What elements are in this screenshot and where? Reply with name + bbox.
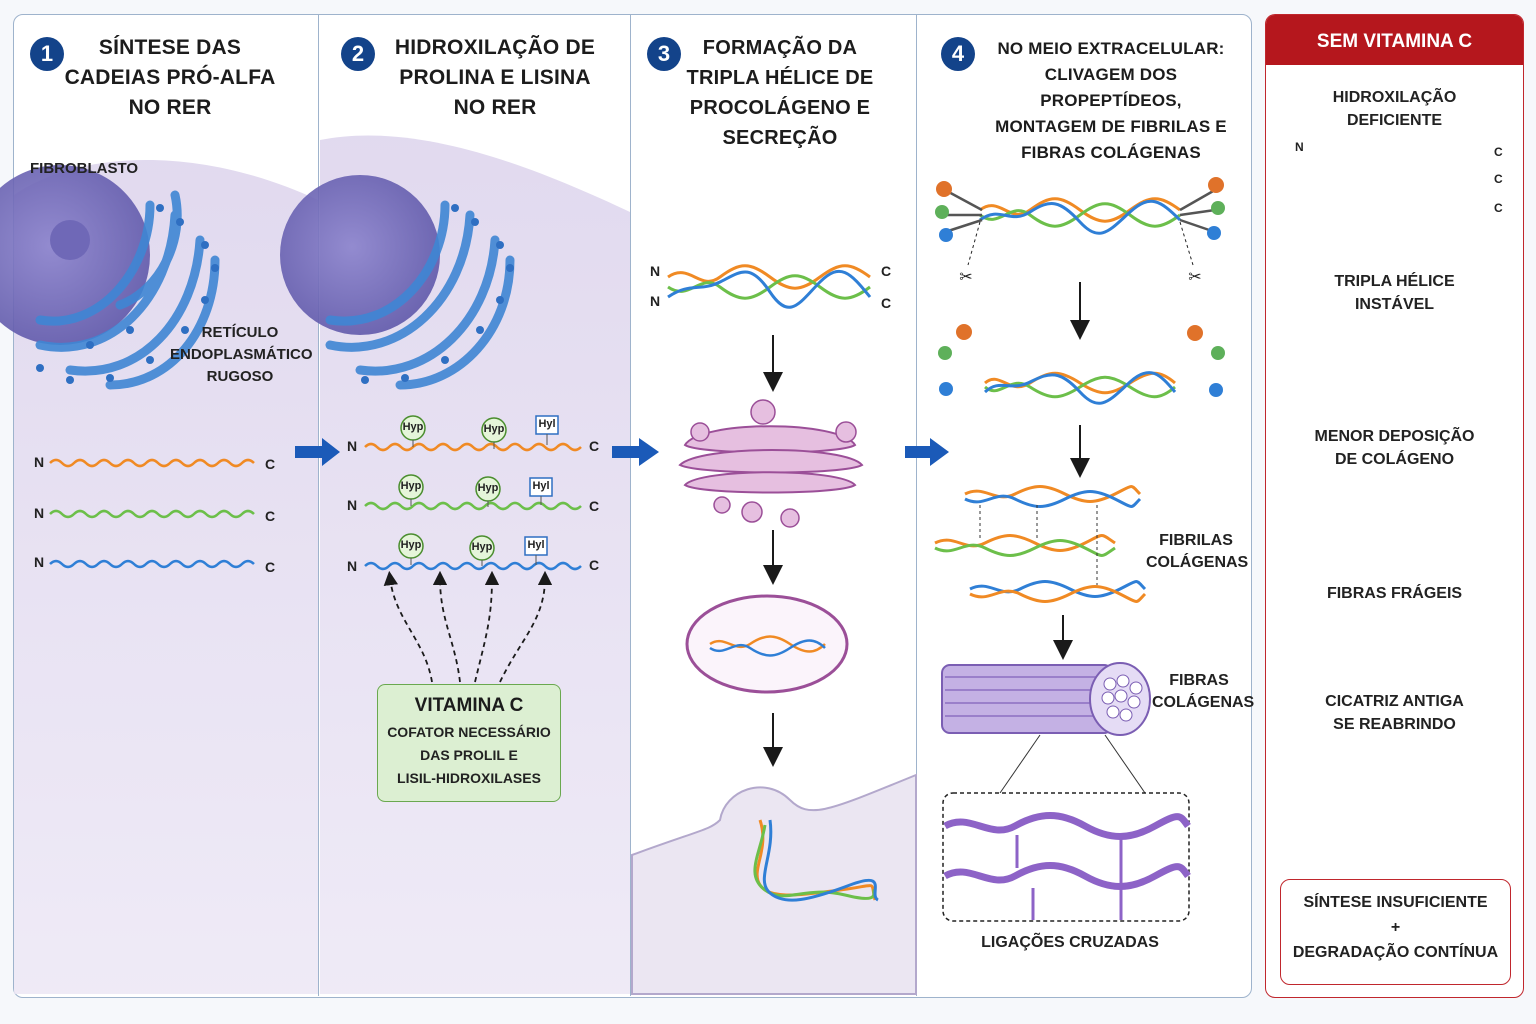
panel-separator	[630, 14, 631, 996]
hyp-marker: Hyp	[402, 421, 424, 433]
hyl-marker: Hyl	[538, 418, 556, 430]
helix-c-label: C	[881, 295, 892, 311]
chain-n-label: N	[34, 505, 45, 521]
step-4-badge: 4	[941, 37, 975, 71]
pro-alpha-chain	[49, 458, 255, 468]
fibroblast-label: FIBROBLASTO	[30, 160, 139, 177]
chain-c-label: C	[265, 456, 276, 472]
chain-c-label: C	[589, 438, 600, 454]
step-2-badge: 2	[341, 37, 375, 71]
chain-c-label: C	[265, 559, 276, 575]
rer-cisternae	[35, 190, 220, 390]
chain-n-label: N	[34, 454, 45, 470]
pro-alpha-chain	[49, 559, 255, 569]
golgi-apparatus	[678, 425, 864, 494]
hyp-marker: Hyp	[471, 541, 493, 553]
hyl-marker: Hyl	[532, 480, 550, 492]
helix-n-label: N	[650, 293, 661, 309]
side-chain-n-label: N	[1295, 140, 1304, 154]
pro-alpha-chain	[49, 509, 255, 519]
collagen-fibrils	[934, 485, 1147, 603]
hyp-marker: Hyp	[400, 539, 422, 551]
step-1-badge: 1	[30, 37, 64, 71]
chain-n-label: N	[347, 497, 358, 513]
step-3-badge: 3	[647, 37, 681, 71]
chain-n-label: N	[347, 558, 358, 574]
chain-n-label: N	[347, 438, 358, 454]
no-vitamin-c-header: SEM VITAMINA C	[1266, 15, 1523, 65]
fragile-fibers-label: FIBRAS FRÁGEIS	[1326, 585, 1463, 602]
chain-n-label: N	[34, 554, 45, 570]
svg-text:✂: ✂	[1188, 269, 1201, 286]
vitamin-c-title: VITAMINA C	[414, 695, 524, 716]
svg-text:✂: ✂	[959, 269, 972, 286]
side-chain-c-label: C	[1494, 201, 1503, 215]
hyp-marker: Hyp	[477, 482, 499, 494]
outcome-box: SÍNTESE INSUFICIENTE + DEGRADAÇÃO CONTÍN…	[1280, 879, 1511, 985]
helix-n-label: N	[650, 263, 661, 279]
hyp-marker: Hyp	[483, 423, 505, 435]
helix-c-label: C	[881, 263, 892, 279]
chain-c-label: C	[589, 557, 600, 573]
panel-separator	[916, 14, 917, 996]
side-chain-c-label: C	[1494, 172, 1503, 186]
chain-c-label: C	[265, 508, 276, 524]
side-chain-c-label: C	[1494, 145, 1503, 159]
collagen-fiber-bundle	[941, 662, 1151, 736]
hyp-marker: Hyp	[400, 480, 422, 492]
hyl-marker: Hyl	[527, 539, 545, 551]
crosslinks-label: LIGAÇÕES CRUZADAS	[981, 934, 1159, 951]
chain-c-label: C	[589, 498, 600, 514]
panel-separator	[318, 14, 319, 996]
procollagen-helix	[667, 264, 872, 309]
step-4-title: NO MEIO EXTRACELULAR:CLIVAGEM DOS PROPEP…	[995, 39, 1227, 162]
